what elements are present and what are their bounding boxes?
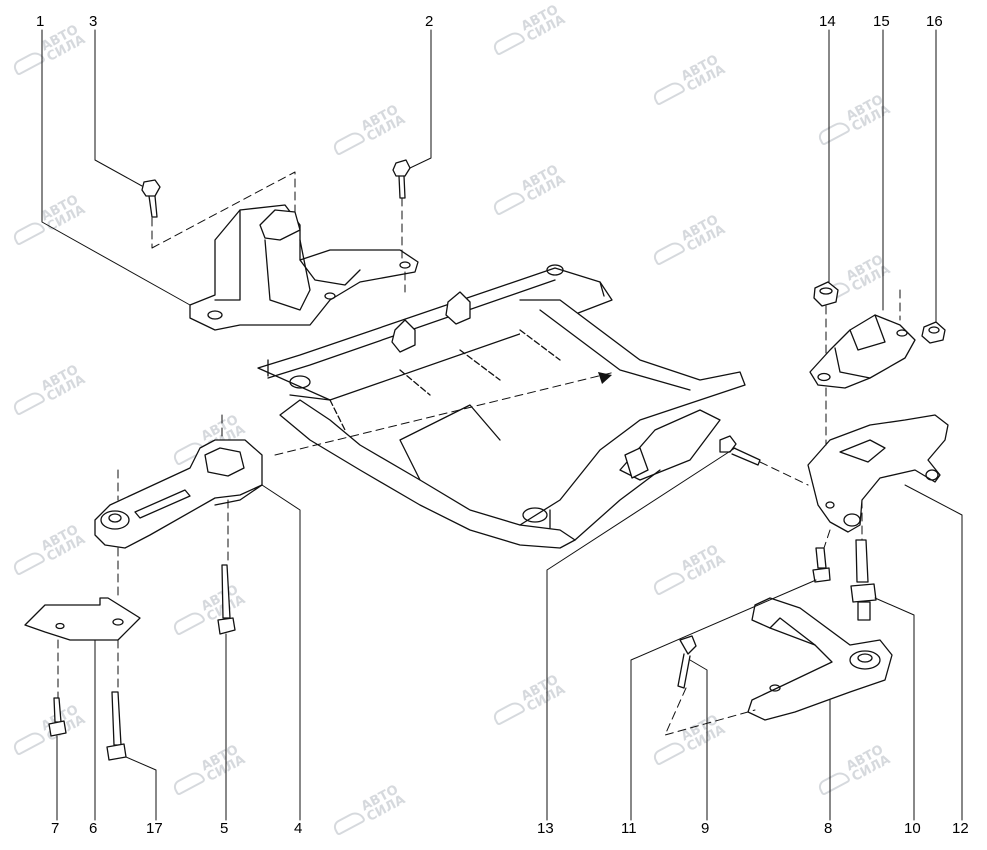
callout-12: 12 bbox=[952, 820, 969, 837]
callout-1: 1 bbox=[36, 13, 45, 30]
part-11-bolt bbox=[812, 547, 831, 583]
part-1-left-mount bbox=[189, 204, 419, 331]
callout-17: 17 bbox=[146, 820, 163, 837]
callout-5: 5 bbox=[220, 820, 229, 837]
callout-2: 2 bbox=[425, 13, 434, 30]
callout-8: 8 bbox=[824, 820, 833, 837]
callout-13: 13 bbox=[537, 820, 554, 837]
part-3-bolt bbox=[141, 179, 161, 218]
part-13-bolt bbox=[719, 435, 761, 466]
callout-16: 16 bbox=[926, 13, 943, 30]
arrow-head bbox=[598, 372, 612, 384]
part-12-bracket bbox=[807, 414, 949, 533]
callout-7: 7 bbox=[51, 820, 60, 837]
callout-9: 9 bbox=[701, 820, 710, 837]
part-8-arm bbox=[747, 597, 893, 721]
part-2-bolt bbox=[392, 159, 411, 199]
callout-15: 15 bbox=[873, 13, 890, 30]
assembly-guide-lines bbox=[57, 171, 901, 736]
callout-4: 4 bbox=[294, 820, 303, 837]
part-16-nut bbox=[921, 321, 946, 344]
part-5-bolt bbox=[217, 564, 236, 635]
callout-3: 3 bbox=[89, 13, 98, 30]
part-17-bolt bbox=[106, 691, 127, 761]
part-9-bolt bbox=[677, 635, 697, 689]
part-14-nut bbox=[813, 281, 839, 307]
callout-10: 10 bbox=[904, 820, 921, 837]
leader-lines bbox=[41, 29, 963, 821]
part-15-mount bbox=[809, 314, 916, 389]
subframe bbox=[257, 264, 746, 549]
callout-11: 11 bbox=[621, 820, 637, 837]
callout-14: 14 bbox=[819, 13, 836, 30]
callout-6: 6 bbox=[89, 820, 98, 837]
part-6-plate bbox=[24, 597, 141, 641]
part-7-bolt bbox=[48, 697, 67, 737]
part-4-torque-rod bbox=[94, 439, 263, 549]
part-10-stud bbox=[850, 539, 877, 621]
